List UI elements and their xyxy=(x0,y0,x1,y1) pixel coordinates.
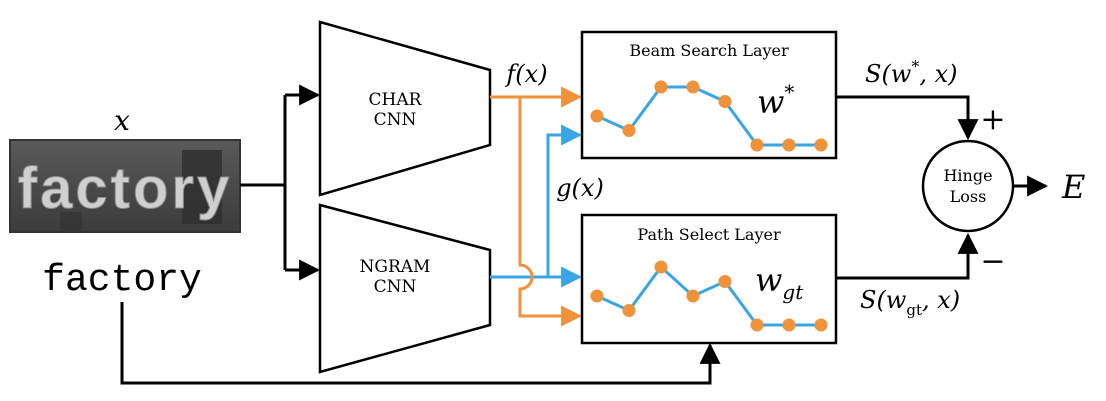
char-cnn-label-1: CHAR xyxy=(369,90,423,110)
beam-search-layer: Beam Search Layer w* xyxy=(580,30,838,160)
beam-path-node xyxy=(622,124,636,137)
negative-score-sub: gt xyxy=(906,301,922,319)
g-signal-label: g(x) xyxy=(556,174,604,202)
path-select-layer: Path Select Layer wgt xyxy=(580,213,838,345)
positive-score-prefix: S(w xyxy=(865,60,912,88)
positive-score-label: S(w*, x) xyxy=(865,57,958,88)
ngram-cnn-label-1: NGRAM xyxy=(360,257,431,277)
gt-symbol-base: w xyxy=(755,261,782,299)
ground-truth-label: factory xyxy=(42,259,202,302)
ngram-cnn-label-2: CNN xyxy=(374,277,417,297)
gt-path-node xyxy=(622,304,636,317)
gt-path-node xyxy=(686,289,700,303)
positive-score-sup: * xyxy=(911,57,919,76)
gt-path-node xyxy=(718,275,732,288)
gt-path-node xyxy=(750,318,764,332)
gt-path-node xyxy=(782,318,796,332)
path-select-path xyxy=(590,260,828,332)
hinge-loss-label-1: Hinge xyxy=(943,166,992,185)
path-select-title: Path Select Layer xyxy=(637,225,781,244)
beam-symbol: w* xyxy=(757,80,794,121)
beam-path-node xyxy=(750,138,764,152)
beam-path-node xyxy=(654,80,668,94)
negative-score-suffix: , x) xyxy=(922,286,960,314)
beam-search-path xyxy=(590,80,828,152)
gt-path-node xyxy=(814,318,828,332)
gt-path-node xyxy=(654,260,668,274)
char-cnn-label-2: CNN xyxy=(374,110,417,130)
negative-score-prefix: S(w xyxy=(860,286,907,314)
score-connectors xyxy=(836,95,1049,280)
f-connectors xyxy=(490,86,583,327)
g-connectors xyxy=(490,124,583,288)
ngram-cnn-block: NGRAM CNN xyxy=(318,203,492,374)
image-word-text: factory xyxy=(18,156,232,221)
beam-path-node xyxy=(686,80,700,94)
negative-score-label: S(wgt, x) xyxy=(860,286,960,319)
gt-symbol-sub: gt xyxy=(782,280,804,304)
output-energy-label: E xyxy=(1061,168,1085,206)
gt-symbol: wgt xyxy=(755,261,804,304)
char-cnn-block: CHAR CNN xyxy=(318,20,492,197)
beam-path-node xyxy=(590,109,604,123)
plus-sign: + xyxy=(980,102,1005,137)
hinge-loss-label-2: Loss xyxy=(950,187,987,206)
input-word-image: factory xyxy=(9,139,241,233)
f-signal-label: f(x) xyxy=(504,60,547,88)
label-connector xyxy=(120,302,721,385)
beam-symbol-base: w xyxy=(757,83,784,121)
beam-path-node xyxy=(814,138,828,152)
input-variable-label: x xyxy=(114,104,130,137)
minus-sign: − xyxy=(980,244,1005,279)
positive-score-suffix: , x) xyxy=(919,60,957,88)
beam-path-node xyxy=(718,95,732,108)
gt-path-node xyxy=(590,289,604,303)
beam-symbol-sup: * xyxy=(784,80,794,104)
hinge-loss-node: Hinge Loss xyxy=(921,139,1015,233)
beam-search-title: Beam Search Layer xyxy=(629,41,789,60)
beam-path-node xyxy=(782,138,796,152)
input-connectors xyxy=(240,84,321,281)
